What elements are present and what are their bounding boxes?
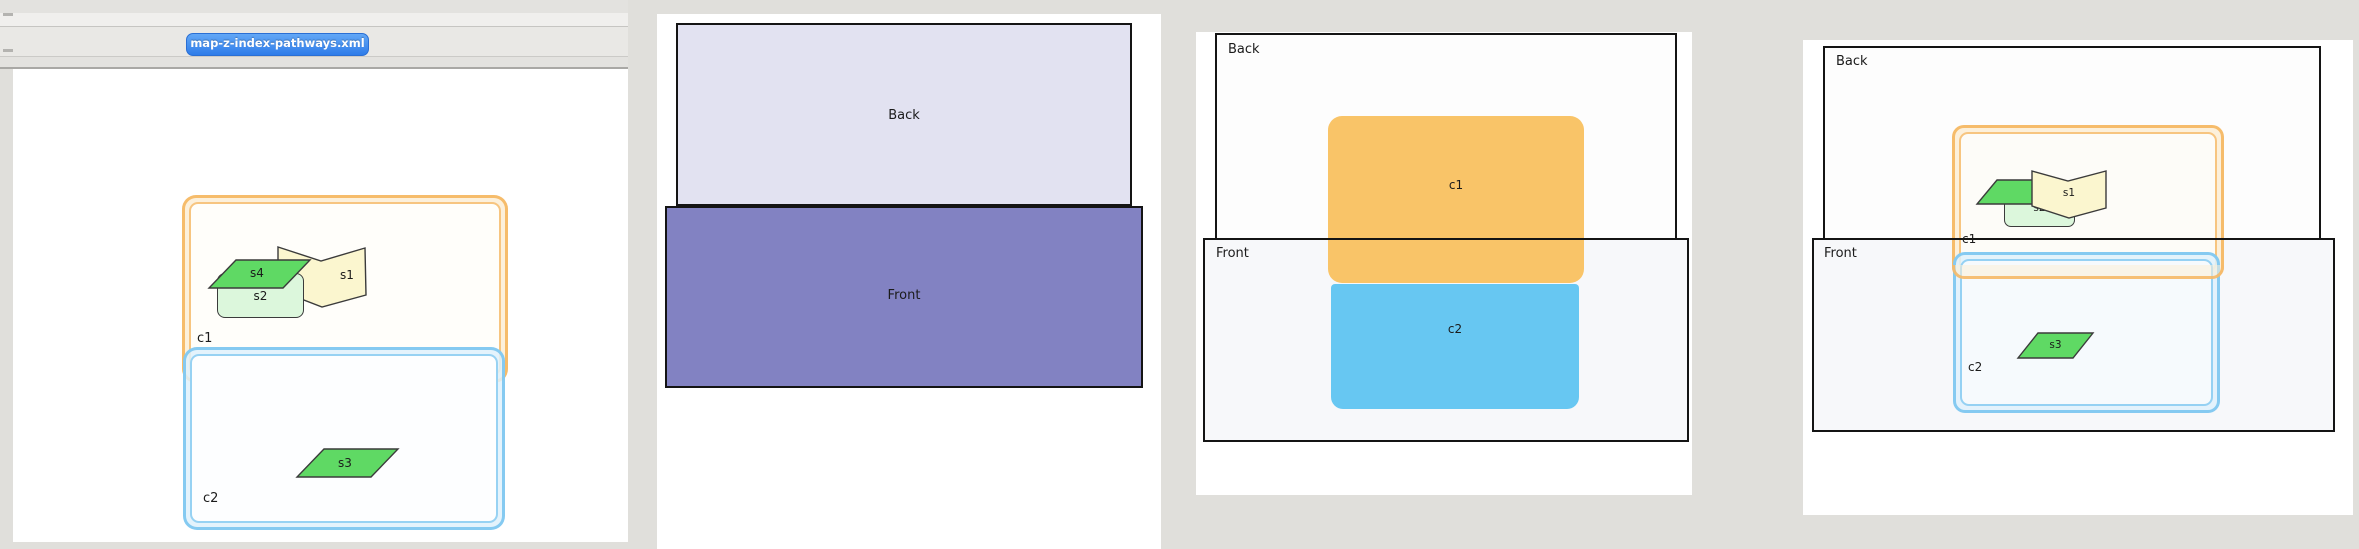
panel4-container-c2-label: c2: [1968, 360, 1983, 374]
window-edge-tick-1: [3, 13, 13, 16]
panel3-c2-label: c2: [1447, 322, 1463, 336]
panel4-front-label: Front: [1824, 246, 1857, 261]
panel3-c1-label: c1: [1448, 178, 1464, 192]
toolbar-band-2: [0, 57, 628, 69]
node-s4[interactable]: [207, 259, 312, 289]
panel2-back-label: Back: [888, 108, 920, 123]
titlebar-band: [0, 0, 628, 13]
node-s1-label: s1: [340, 268, 354, 282]
window-edge-tick-2: [3, 49, 13, 52]
panel4-container-c2-inner: [1960, 259, 2213, 406]
panel2-front-rect[interactable]: [665, 206, 1143, 388]
panel4-front-border[interactable]: [1812, 238, 2335, 432]
panel3-front-label: Front: [1216, 246, 1249, 261]
container-c2-inner: [190, 354, 498, 523]
panel2-front-label: Front: [887, 288, 921, 303]
panel4-node-s1[interactable]: [2031, 170, 2107, 219]
container-c2[interactable]: [183, 347, 505, 530]
panel4-back-label: Back: [1836, 54, 1868, 69]
panel4-node-s3-label: s3: [2049, 339, 2062, 351]
panel4-container-c1-label: c1: [1962, 232, 1977, 246]
panel3-front-border[interactable]: [1203, 238, 1689, 442]
panel3-back-label: Back: [1228, 42, 1260, 57]
node-s4-label: s4: [250, 266, 264, 280]
file-tab[interactable]: map-z-index-pathways.xml: [186, 33, 369, 56]
panel2-back-rect[interactable]: [676, 23, 1132, 206]
node-s3-label: s3: [338, 456, 352, 470]
node-s3[interactable]: [295, 448, 400, 478]
panel4-node-s1-label: s1: [2062, 187, 2076, 199]
panel4-c1-bottom-band: [1952, 265, 2224, 279]
panel4-node-s3[interactable]: [2016, 332, 2095, 359]
container-c1-label: c1: [197, 331, 213, 346]
container-c2-label: c2: [203, 491, 219, 506]
node-s2-label: s2: [253, 289, 268, 303]
panel3-c1[interactable]: [1328, 116, 1584, 283]
panel3-c2[interactable]: [1331, 284, 1579, 409]
toolbar-band-1: [0, 13, 628, 27]
